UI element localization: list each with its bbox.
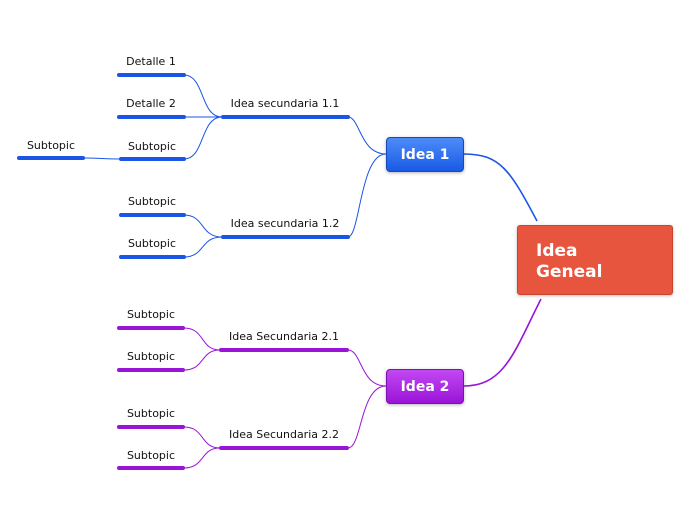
topic-sec21[interactable]: Idea Secundaria 2.1 xyxy=(219,330,349,352)
topic-detalle2-label: Detalle 2 xyxy=(126,97,176,110)
topic-subtopic-4[interactable]: Subtopic xyxy=(117,308,185,330)
connector-central-idea1 xyxy=(463,153,538,222)
topic-subtopic-3-label: Subtopic xyxy=(128,237,176,250)
connector-sec22-subtopic-a xyxy=(183,426,221,449)
topic-sec12[interactable]: Idea secundaria 1.2 xyxy=(221,217,350,239)
topic-sec12-label: Idea secundaria 1.2 xyxy=(231,217,340,230)
connector-idea2-sec22 xyxy=(347,385,387,449)
topic-subtopic-leftmost[interactable]: Subtopic xyxy=(17,139,85,160)
topic-subtopic-6[interactable]: Subtopic xyxy=(117,407,185,429)
topic-sec11-label: Idea secundaria 1.1 xyxy=(231,97,340,110)
topic-subtopic-1-label: Subtopic xyxy=(128,140,176,153)
central-idea-line1: Idea xyxy=(536,241,578,261)
connector-sec12-subtopic-a xyxy=(183,214,223,238)
topic-sec22[interactable]: Idea Secundaria 2.2 xyxy=(219,428,349,450)
connector-idea1-sec11 xyxy=(347,116,387,155)
topic-subtopic-5[interactable]: Subtopic xyxy=(117,350,185,372)
connector-idea1-sec12 xyxy=(347,153,387,238)
topic-detalle1-label: Detalle 1 xyxy=(126,55,176,68)
central-idea-node[interactable]: Idea Geneal xyxy=(517,225,673,295)
topic-detalle2[interactable]: Detalle 2 xyxy=(117,97,186,119)
idea-2-label: Idea 2 xyxy=(400,379,450,395)
connector-idea2-sec21 xyxy=(347,349,387,387)
topic-subtopic-7[interactable]: Subtopic xyxy=(117,449,185,470)
topic-subtopic-2[interactable]: Subtopic xyxy=(119,195,186,217)
topic-sec21-label: Idea Secundaria 2.1 xyxy=(229,330,339,343)
idea-1-label: Idea 1 xyxy=(400,147,450,163)
connector-sec11-subtopic xyxy=(183,116,223,160)
connector-sec12-subtopic-b xyxy=(183,236,223,258)
connector-subtopic-subtopic xyxy=(82,157,121,160)
topic-detalle1[interactable]: Detalle 1 xyxy=(117,55,186,77)
topic-subtopic-leftmost-label: Subtopic xyxy=(27,139,75,152)
connector-sec22-subtopic-b xyxy=(183,447,221,469)
connector-sec11-detalle1 xyxy=(183,74,223,118)
central-idea-line2: Geneal xyxy=(536,262,603,282)
connector-sec21-subtopic-a xyxy=(183,327,221,351)
connector-sec21-subtopic-b xyxy=(183,349,221,371)
topic-subtopic-7-label: Subtopic xyxy=(127,449,175,462)
topic-subtopic-4-label: Subtopic xyxy=(127,308,175,321)
topic-subtopic-1[interactable]: Subtopic xyxy=(119,140,186,161)
topic-subtopic-3[interactable]: Subtopic xyxy=(119,237,186,259)
topic-subtopic-5-label: Subtopic xyxy=(127,350,175,363)
topic-sec22-label: Idea Secundaria 2.2 xyxy=(229,428,339,441)
idea-1-node[interactable]: Idea 1 xyxy=(386,137,464,172)
topic-sec11[interactable]: Idea secundaria 1.1 xyxy=(221,97,350,119)
idea-2-node[interactable]: Idea 2 xyxy=(386,369,464,404)
topic-subtopic-2-label: Subtopic xyxy=(128,195,176,208)
connector-central-idea2 xyxy=(463,298,542,387)
topic-subtopic-6-label: Subtopic xyxy=(127,407,175,420)
